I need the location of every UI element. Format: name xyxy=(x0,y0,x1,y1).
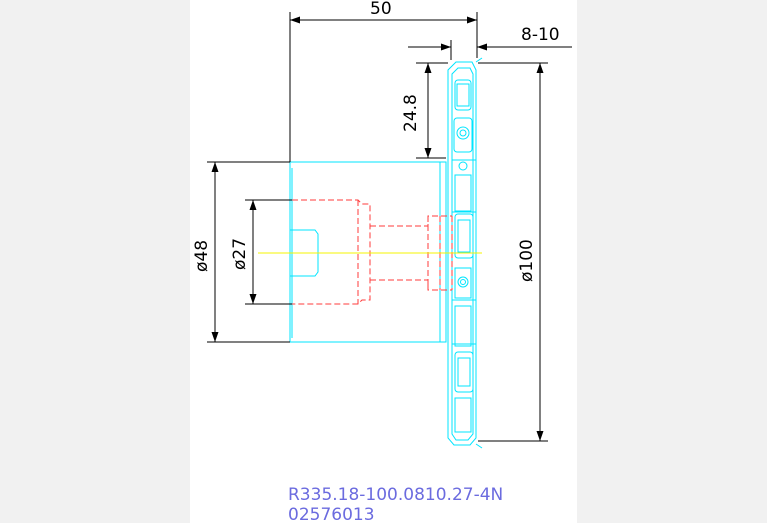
dimension-hub-diameter-label: ø48 xyxy=(192,240,212,272)
article-number: 02576013 xyxy=(288,505,375,523)
cutter-disc xyxy=(447,57,483,449)
dimension-bore-diameter-label: ø27 xyxy=(230,238,250,270)
right-margin xyxy=(577,0,767,523)
hidden-lines xyxy=(292,199,453,305)
left-margin xyxy=(0,0,190,523)
dimension-cutter-diameter-label: ø100 xyxy=(517,239,537,282)
dimension-length-label: 50 xyxy=(370,0,392,19)
dimension-lines xyxy=(207,12,572,442)
part-number: R335.18-100.0810.27-4N xyxy=(288,485,503,505)
dimension-hub-offset-label: 24.8 xyxy=(401,94,421,132)
dimension-insert-width-label: 8-10 xyxy=(521,25,560,45)
hub-body xyxy=(289,161,447,343)
insert-pockets xyxy=(452,79,476,433)
